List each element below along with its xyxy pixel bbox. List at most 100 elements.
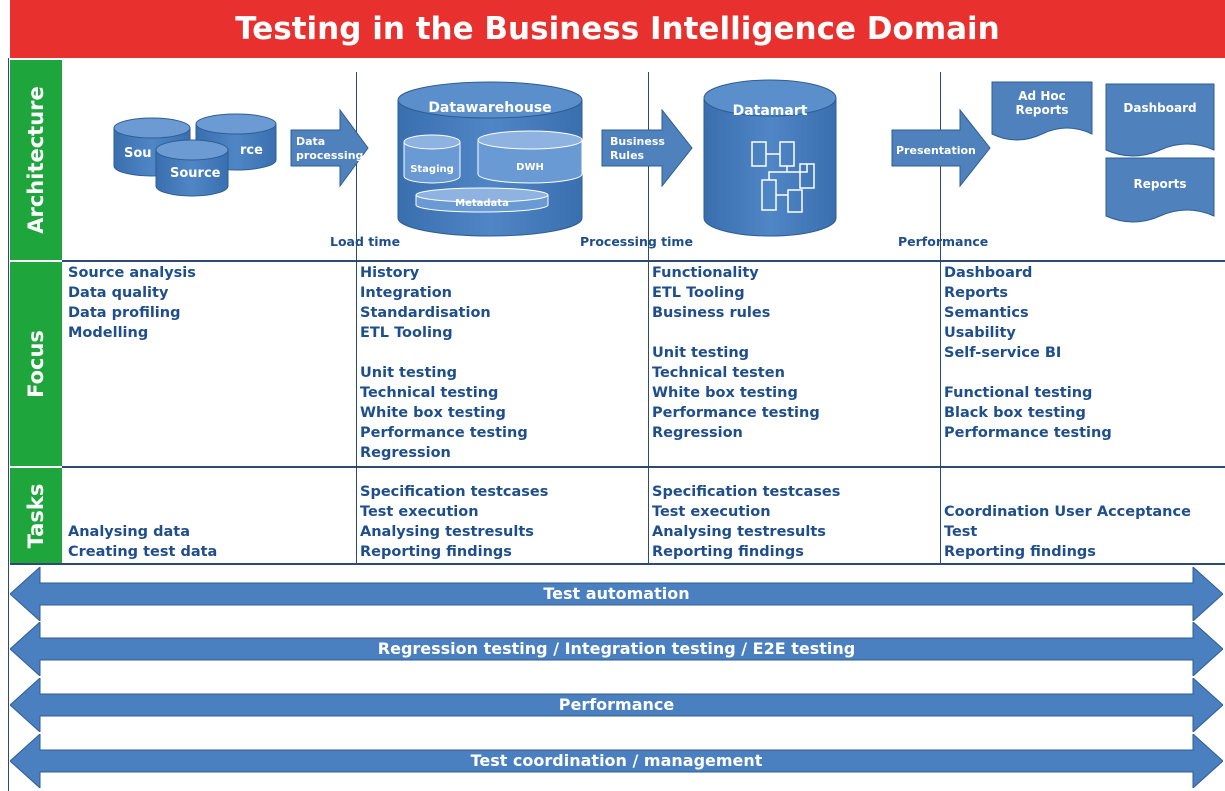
task-item: Specification testcases	[652, 484, 841, 500]
task-item: Creating test data	[68, 544, 218, 560]
focus-item: Standardisation	[360, 305, 491, 321]
tasks-column-datawarehouse: Specification testcases Test execution A…	[360, 470, 548, 562]
banner-label: Test automation	[543, 584, 690, 603]
banner-performance: Performance	[10, 678, 1223, 732]
focus-item: Reports	[944, 285, 1009, 301]
metadata-label: Metadata	[455, 198, 509, 209]
section-label-focus: Focus	[10, 262, 62, 466]
focus-item: White box testing	[360, 405, 506, 421]
divider-focus-tasks	[62, 466, 1225, 468]
business-rules-arrow-icon	[601, 108, 693, 188]
focus-item: Integration	[360, 285, 452, 301]
task-item: Specification testcases	[360, 484, 549, 500]
focus-item: Functional testing	[944, 385, 1093, 401]
focus-item: Black box testing	[944, 405, 1086, 421]
tasks-column-source: Analysing data Creating test data	[68, 470, 217, 562]
datawarehouse-cylinder-icon	[397, 81, 583, 237]
double-arrow-icon	[10, 567, 1223, 621]
staging-label: Staging	[410, 164, 454, 175]
focus-item: Performance testing	[360, 425, 528, 441]
task-item: Analysing testresults	[652, 524, 826, 540]
focus-item: Data quality	[68, 285, 169, 301]
divider-tasks-banners	[10, 563, 1225, 565]
task-item: Coordination User Acceptance	[944, 504, 1191, 520]
focus-item: Semantics	[944, 305, 1029, 321]
processing-time-label: Processing time	[580, 234, 693, 249]
datamart-cylinder-icon	[703, 79, 837, 237]
performance-label: Performance	[898, 234, 989, 249]
double-arrow-icon	[10, 678, 1223, 732]
reports-label: Reports	[1133, 177, 1186, 191]
tasks-column-reporting: Coordination User Acceptance Test Report…	[944, 470, 1191, 562]
task-item: Reporting findings	[360, 544, 512, 560]
focus-item: Regression	[652, 425, 743, 441]
ad-hoc-reports-document-icon	[991, 81, 1093, 141]
banner-regression-integration-e2e: Regression testing / Integration testing…	[10, 622, 1223, 676]
reports-document-icon	[1105, 157, 1215, 223]
ad-hoc-reports-label-2: Reports	[1015, 103, 1068, 117]
tasks-column-datamart: Specification testcases Test execution A…	[652, 470, 840, 562]
focus-item: Source analysis	[68, 265, 196, 281]
ad-hoc-reports-label-1: Ad Hoc	[1018, 89, 1065, 103]
banner-label: Test coordination / management	[470, 751, 763, 770]
focus-column-datawarehouse: History Integration Standardisation ETL …	[360, 263, 528, 463]
focus-column-source: Source analysis Data quality Data profil…	[68, 263, 196, 343]
focus-item: Business rules	[652, 305, 771, 321]
banner-test-coordination: Test coordination / management	[10, 734, 1223, 788]
focus-item: Dashboard	[944, 265, 1033, 281]
left-border	[8, 58, 9, 791]
focus-item: History	[360, 265, 420, 281]
dwh-label: DWH	[516, 162, 544, 173]
focus-item: Self-service BI	[944, 345, 1062, 361]
source-label-1: Sou	[124, 146, 152, 161]
task-item: Analysing data	[68, 524, 190, 540]
load-time-label: Load time	[330, 234, 401, 249]
data-processing-label-2: processing	[296, 149, 363, 162]
banner-label: Performance	[558, 695, 675, 714]
focus-item: Usability	[944, 325, 1016, 341]
column-divider-1	[356, 72, 357, 563]
focus-item: Regression	[360, 445, 451, 461]
data-processing-label-1: Data	[296, 135, 325, 148]
presentation-label: Presentation	[896, 144, 976, 157]
business-rules-label-1: Business	[610, 135, 665, 148]
presentation-arrow-icon	[891, 108, 991, 188]
task-item: Test execution	[652, 504, 771, 520]
focus-item: Unit testing	[360, 365, 458, 381]
focus-item: ETL Tooling	[360, 325, 453, 341]
focus-item: White box testing	[652, 385, 798, 401]
focus-column-datamart: Functionality ETL Tooling Business rules…	[652, 263, 820, 443]
dashboard-label: Dashboard	[1123, 101, 1196, 115]
divider-architecture-focus	[62, 260, 1225, 262]
dashboard-document-icon	[1105, 83, 1215, 157]
datamart-label: Datamart	[733, 103, 808, 119]
double-arrow-icon	[10, 734, 1223, 788]
page-title: Testing in the Business Intelligence Dom…	[10, 0, 1225, 58]
focus-column-reporting: Dashboard Reports Semantics Usability Se…	[944, 263, 1112, 443]
task-item: Reporting findings	[944, 544, 1096, 560]
focus-item: Technical testen	[652, 365, 785, 381]
focus-item: Technical testing	[360, 385, 499, 401]
source-database-icon	[155, 139, 229, 197]
datawarehouse-label: Datawarehouse	[428, 100, 551, 116]
focus-item: Unit testing	[652, 345, 750, 361]
section-label-architecture: Architecture	[10, 60, 62, 260]
double-arrow-icon	[10, 622, 1223, 676]
data-processing-arrow-icon	[290, 108, 369, 188]
task-item: Test execution	[360, 504, 479, 520]
source-label-2: rce	[240, 143, 263, 158]
banner-label: Regression testing / Integration testing…	[377, 639, 856, 658]
focus-item: Performance testing	[944, 425, 1112, 441]
focus-item: ETL Tooling	[652, 285, 745, 301]
task-item: Analysing testresults	[360, 524, 534, 540]
column-divider-2	[648, 72, 649, 563]
column-divider-3	[940, 72, 941, 563]
source-label-3: Source	[170, 166, 221, 181]
architecture-diagram: Sou rce Source Data processing Datawareh…	[113, 79, 1215, 237]
task-item: Reporting findings	[652, 544, 804, 560]
focus-item: Data profiling	[68, 305, 181, 321]
section-label-tasks: Tasks	[10, 468, 62, 564]
focus-item: Functionality	[652, 265, 759, 281]
task-item: Test	[944, 524, 978, 540]
banner-test-automation: Test automation	[10, 567, 1223, 621]
